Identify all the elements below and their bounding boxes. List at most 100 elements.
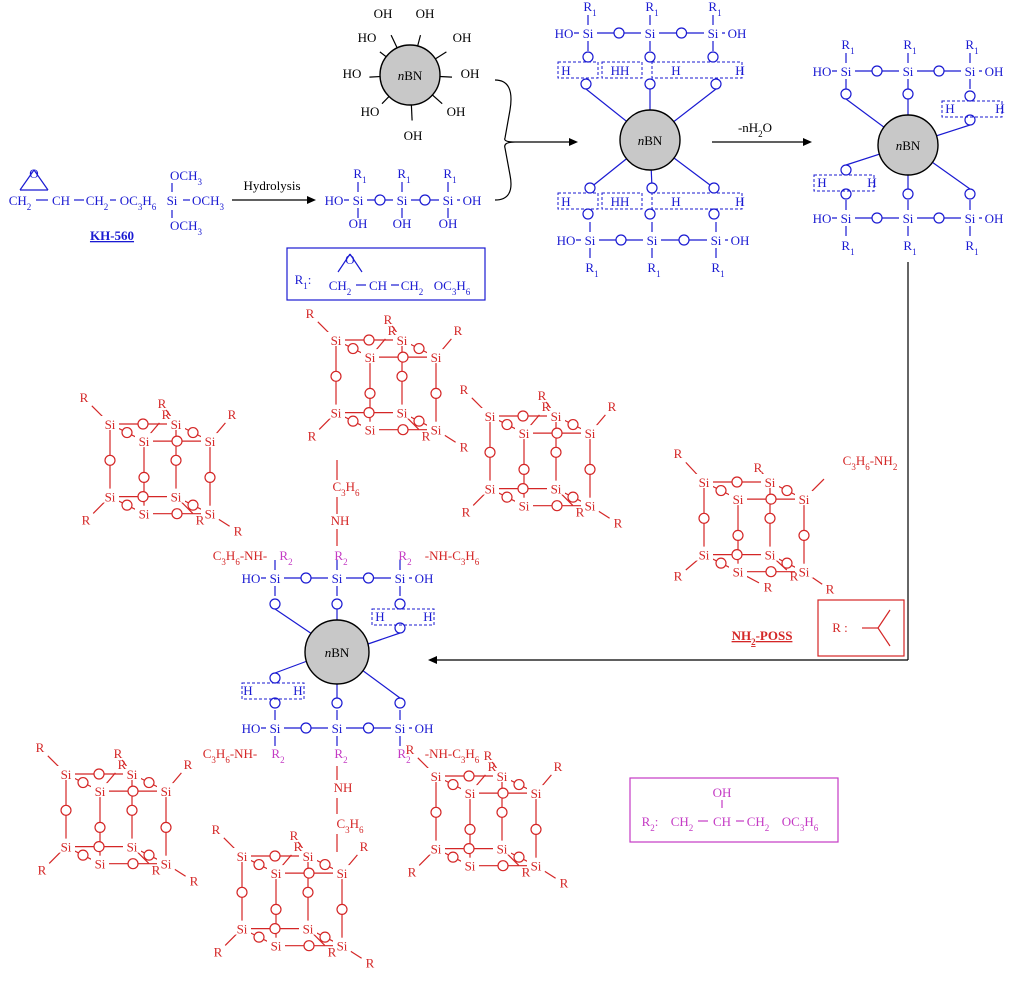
si-mask — [328, 570, 346, 584]
oxygen-ring — [419, 194, 431, 206]
atom-label: R1 — [645, 0, 658, 18]
r2-oc3h6: OC3H6 — [782, 814, 819, 833]
nbn-label: nBN — [896, 138, 921, 153]
si-mask — [795, 491, 813, 506]
oxygen-ring — [933, 212, 945, 224]
si-mask — [427, 840, 445, 855]
hydrogen-bond-box — [651, 61, 743, 79]
r2-ch: CH — [713, 814, 731, 829]
cube-si: Si — [271, 939, 282, 954]
si-mask — [123, 766, 141, 780]
si-mask — [101, 488, 119, 503]
oxygen-ring — [364, 387, 376, 399]
ho-mask — [554, 232, 576, 246]
oxygen-ring — [394, 697, 406, 709]
hydrogen: HH — [611, 194, 630, 209]
r2-linker: R2 — [398, 548, 411, 567]
oxygen-ring — [413, 415, 425, 427]
oxygen-ring — [319, 858, 331, 871]
si-mask — [299, 920, 317, 935]
r1-ch: CH — [369, 278, 387, 293]
oxygen-ring — [765, 566, 777, 578]
linker-nh-c3h6: -NH-C3H6 — [425, 548, 480, 567]
kh560-name: KH-560 — [90, 228, 134, 243]
oxygen-ring — [798, 529, 810, 542]
oxygen-ring — [582, 51, 594, 63]
cube-si: Si — [699, 548, 710, 563]
linker-nh: NH — [334, 780, 353, 795]
kh560-si: Si — [167, 193, 178, 208]
cube-si: Si — [397, 406, 408, 421]
r2-linker: R2 — [397, 746, 410, 765]
oxygen-ring — [496, 806, 508, 818]
oxygen-ring — [582, 208, 594, 220]
oh-mask — [340, 68, 364, 82]
ho-mask — [322, 192, 344, 206]
oxygen-ring — [447, 851, 459, 863]
r-definition-box — [817, 599, 905, 657]
cube-si: Si — [365, 350, 376, 365]
cube-si: Si — [431, 423, 442, 438]
cube-si: Si — [799, 565, 810, 580]
si-mask — [135, 505, 153, 520]
r2-oh: OH — [713, 785, 732, 800]
atom-label: Si — [270, 721, 281, 736]
oxygen-ring — [764, 512, 776, 524]
r-substituent: R — [484, 748, 493, 763]
oxygen-ring — [171, 435, 183, 447]
atom-label: Si — [443, 193, 454, 208]
r-substituent: R — [460, 382, 469, 397]
si-mask — [391, 720, 409, 734]
amine-arm: C3H6-NH2 — [843, 453, 898, 472]
si-mask — [515, 425, 533, 440]
atom-label: Si — [903, 211, 914, 226]
shape-layer — [57, 8, 1004, 952]
atom-label: R1 — [708, 0, 721, 18]
hydrogen-bond-box — [557, 61, 599, 79]
oxygen-ring — [675, 27, 688, 39]
bond-line — [367, 632, 401, 645]
cube-si: Si — [331, 333, 342, 348]
oxygen-ring — [567, 491, 579, 503]
r-substituent: R — [554, 759, 563, 774]
si-mask — [837, 63, 855, 77]
si-mask — [729, 563, 747, 578]
hydroxyl-label: OH — [731, 233, 750, 248]
r-substituent: R — [114, 746, 123, 761]
oxygen-ring — [93, 768, 105, 780]
cube-si: Si — [733, 492, 744, 507]
atom-label: Si — [841, 211, 852, 226]
oxygen-ring — [644, 78, 656, 90]
kh560-ch2: CH2 — [9, 193, 32, 212]
si-mask — [461, 785, 479, 800]
ho-mask — [239, 570, 261, 584]
oxygen-ring — [336, 903, 348, 916]
si-mask — [641, 25, 659, 39]
r-substituent: R — [158, 396, 167, 411]
oxygen-ring — [731, 548, 743, 561]
kh560-och3-right: OCH3 — [192, 193, 224, 212]
hydrogen-bond-box — [557, 192, 599, 210]
si-mask — [729, 491, 747, 506]
oh-mask — [982, 63, 1004, 77]
arrow-head — [307, 196, 316, 204]
oxygen-ring — [715, 484, 727, 497]
bond-line — [361, 669, 401, 699]
ho-mask — [239, 720, 261, 734]
r2-key: R2: — [642, 814, 659, 833]
oxygen-ring — [964, 188, 976, 200]
r-substituent: R — [290, 828, 299, 843]
si-mask — [349, 192, 367, 206]
atom-label: Si — [708, 26, 719, 41]
nbn-label: nBN — [398, 68, 423, 83]
r-substituent: R — [196, 513, 205, 528]
atom-label: Si — [903, 64, 914, 79]
oxygen-ring — [517, 483, 529, 495]
r-substituent: R — [608, 399, 617, 414]
atom-label: Si — [711, 233, 722, 248]
atom-label: Si — [645, 26, 656, 41]
si-mask — [333, 937, 351, 952]
cube-si: Si — [465, 859, 476, 874]
r-substituent: R — [488, 759, 497, 774]
oxygen-ring — [964, 90, 976, 102]
